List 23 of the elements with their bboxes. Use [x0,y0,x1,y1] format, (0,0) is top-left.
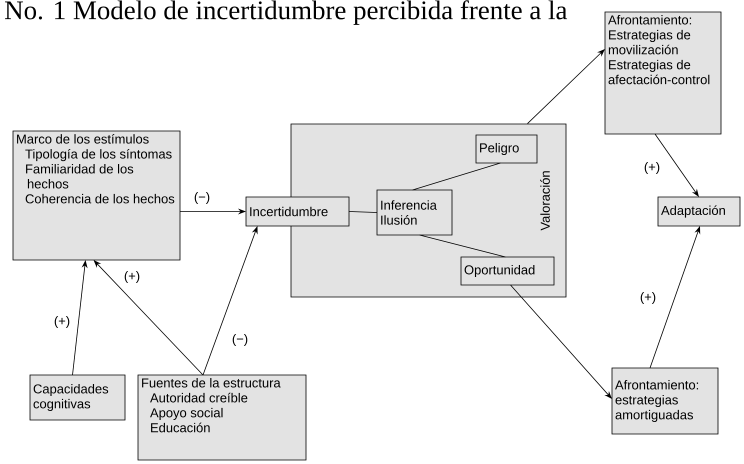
arrow [510,284,612,399]
title: No. 1 Modelo de incertidumbre percibida frente a la [5,0,568,25]
text-box: Incertidumbre [246,196,350,226]
text-box: Adaptación [658,196,740,226]
edge-label: (+) [642,160,662,176]
edge-label: (+) [122,270,142,284]
text-box: Capacidades cognitivas [30,374,126,420]
text-box: Afrontamiento: Estrategias de movilización Estrategias de afectación-control [604,12,722,134]
connector-line [419,234,506,258]
arrow [94,260,204,376]
connector-line [412,162,501,190]
text-box: Afrontamiento: estrategias amortiguadas [612,368,718,434]
text-box: Marco de los estímulos Tipología de los síntomas Familiaridad de los hechos Coherencia de los hechos [12,130,180,260]
edge-label: (−) [230,332,250,348]
text-box: Fuentes de la estructura Autoridad creíble Apoyo social Educación [138,374,306,460]
edge-label: (−) [192,190,212,206]
text-box: Oportunidad [460,256,554,286]
connector-line [348,211,378,213]
edge-label: (+) [638,290,658,306]
text-box: Inferencia Ilusión [376,190,452,236]
arrow [527,49,605,124]
text-box: Peligro [476,134,538,164]
edge-label: (+) [52,314,72,330]
